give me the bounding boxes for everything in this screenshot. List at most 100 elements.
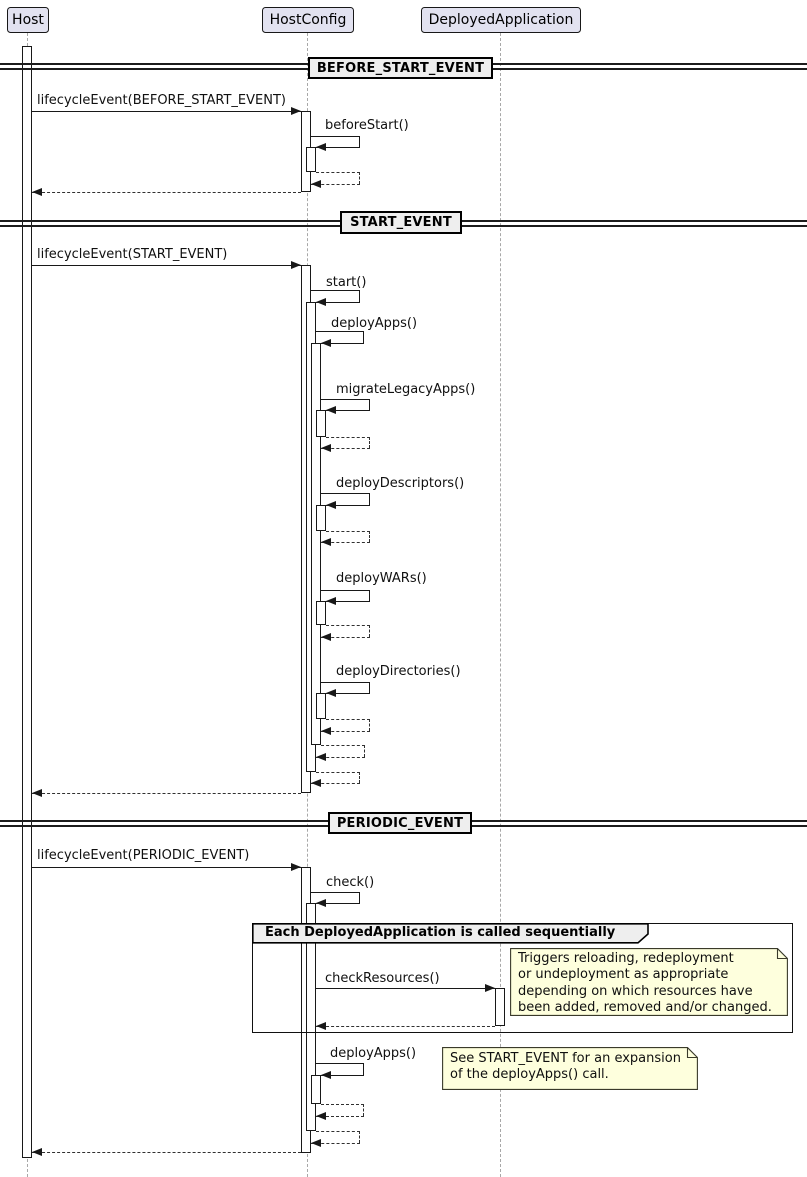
participant-host: Host (7, 7, 49, 33)
self-call-line (316, 331, 364, 332)
return-line-dashed (369, 625, 370, 637)
arrowhead-left-icon (316, 1112, 326, 1120)
return-line-dashed (321, 745, 365, 746)
self-call-line (316, 147, 360, 148)
message-label-lifecycle-before-start: lifecycleEvent(BEFORE_START_EVENT) (37, 93, 286, 108)
activation-deploy-apps (311, 343, 321, 745)
return-line-dashed (321, 542, 370, 543)
return-line-dashed (359, 1131, 360, 1143)
message-line (32, 111, 301, 112)
return-line-dashed (32, 1152, 301, 1153)
arrowhead-left-icon (32, 1148, 42, 1156)
self-call-line (369, 399, 370, 410)
self-call-line (326, 505, 370, 506)
arrowhead-left-icon (32, 188, 42, 196)
activation-check (306, 903, 316, 1131)
self-call-line (311, 892, 360, 893)
activation-deploy-wars (316, 601, 326, 625)
message-label-start: start() (326, 275, 367, 290)
return-line-dashed (316, 1131, 360, 1132)
lifeline-deployedapplication (500, 33, 501, 1177)
return-line-dashed (369, 437, 370, 448)
self-call-line (369, 682, 370, 693)
divider-before-start-event: BEFORE_START_EVENT (308, 57, 493, 79)
return-line-dashed (364, 745, 365, 757)
divider-label: PERIODIC_EVENT (336, 815, 464, 831)
return-line-dashed (316, 172, 360, 173)
arrowhead-left-icon (321, 633, 331, 641)
self-call-line (326, 693, 370, 694)
return-line-dashed (326, 719, 370, 720)
self-call-line (321, 590, 370, 591)
return-line-dashed (321, 448, 370, 449)
arrowhead-left-icon (32, 789, 42, 797)
self-call-line (321, 493, 370, 494)
note-deploy-apps-text: See START_EVENT for an expansion of the … (450, 1051, 681, 1084)
note-line: depending on which resources have (518, 983, 753, 999)
self-call-line (321, 1075, 364, 1076)
note-check-resources (510, 948, 788, 1016)
message-line (32, 265, 301, 266)
activation-migrate-legacy-apps (316, 410, 326, 437)
participant-label: HostConfig (269, 12, 347, 28)
self-call-line (326, 601, 370, 602)
participant-hostconfig: HostConfig (262, 7, 354, 33)
return-line-dashed (316, 772, 360, 773)
arrowhead-left-icon (321, 727, 331, 735)
return-line-dashed (359, 172, 360, 184)
activation-deploy-descriptors (316, 505, 326, 531)
arrowhead-left-icon (311, 779, 321, 787)
arrowhead-left-icon (326, 501, 336, 509)
return-line-dashed (311, 1143, 360, 1144)
self-call-line (321, 343, 364, 344)
message-label-deploy-apps: deployApps() (331, 316, 418, 331)
arrowhead-left-icon (326, 406, 336, 414)
group-frame-label: Each DeployedApplication is called seque… (265, 925, 616, 940)
return-line-dashed (32, 192, 301, 193)
message-label-lifecycle-start: lifecycleEvent(START_EVENT) (37, 247, 228, 262)
return-line-dashed (32, 793, 301, 794)
return-line-dashed (369, 531, 370, 542)
activation-before-start-nested (306, 147, 316, 172)
activation-deploy-directories (316, 693, 326, 719)
activation-host (22, 46, 32, 1158)
return-line-dashed (321, 1104, 364, 1105)
arrowhead-left-icon (316, 298, 326, 306)
note-line: See START_EVENT for an expansion (450, 1051, 681, 1066)
arrowhead-left-icon (321, 444, 331, 452)
participant-label: DeployedApplication (428, 12, 574, 28)
group-frame-label-shape (252, 923, 649, 944)
return-line-dashed (359, 772, 360, 783)
message-label-lifecycle-periodic: lifecycleEvent(PERIODIC_EVENT) (37, 848, 250, 863)
self-call-line (321, 682, 370, 683)
arrowhead-left-icon (321, 538, 331, 546)
self-call-line (316, 1063, 364, 1064)
self-call-line (359, 290, 360, 302)
arrowhead-right-icon (485, 984, 495, 992)
self-call-line (321, 399, 370, 400)
message-label-deploy-wars: deployWARs() (336, 571, 427, 586)
divider-label: BEFORE_START_EVENT (316, 60, 485, 76)
note-check-resources-text: Triggers reloading, redeployment or unde… (518, 951, 772, 1017)
activation-deploy-apps-periodic (311, 1075, 321, 1104)
note-line: Triggers reloading, redeployment (518, 951, 734, 966)
arrowhead-left-icon (316, 143, 326, 151)
return-line-dashed (326, 625, 370, 626)
arrowhead-left-icon (316, 753, 326, 761)
return-line-dashed (321, 731, 370, 732)
return-line-dashed (311, 783, 360, 784)
arrowhead-left-icon (321, 339, 331, 347)
return-line-dashed (316, 1116, 364, 1117)
arrowhead-left-icon (326, 597, 336, 605)
divider-periodic-event: PERIODIC_EVENT (328, 812, 472, 834)
message-label-check-resources: checkResources() (325, 971, 440, 986)
arrowhead-left-icon (326, 689, 336, 697)
self-call-line (369, 590, 370, 601)
note-line: of the deployApps() call. (450, 1067, 609, 1083)
arrowhead-right-icon (291, 261, 301, 269)
arrowhead-left-icon (321, 1071, 331, 1079)
return-line-dashed (316, 1026, 495, 1027)
divider-label: START_EVENT (350, 215, 452, 230)
self-call-line (316, 903, 360, 904)
